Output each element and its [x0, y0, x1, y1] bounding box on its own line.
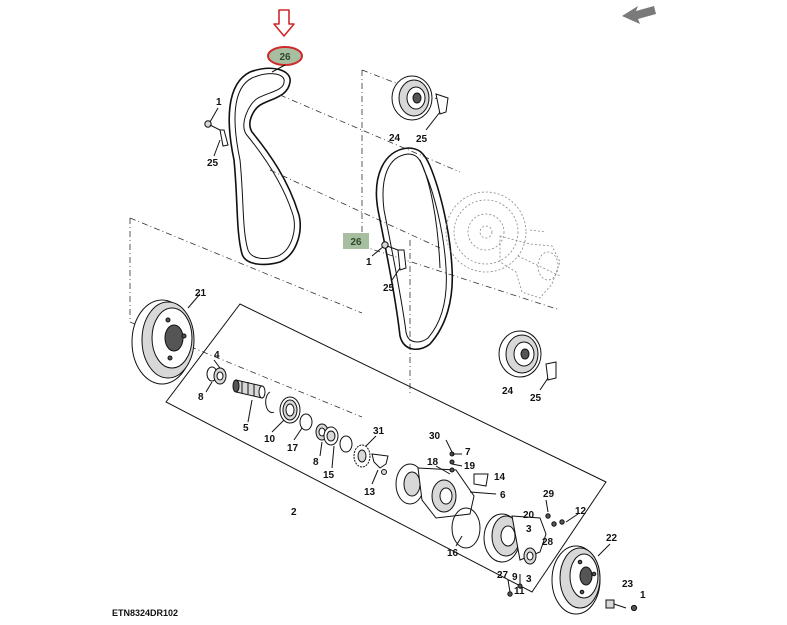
callout-2[interactable]: 2 [291, 507, 297, 518]
callout-29[interactable]: 29 [543, 489, 555, 500]
callout-8[interactable]: 8 [198, 392, 204, 403]
callout-1[interactable]: 1 [640, 590, 646, 601]
callout-1[interactable]: 1 [366, 257, 372, 268]
callout-9[interactable]: 9 [512, 572, 518, 583]
callout-30[interactable]: 30 [429, 431, 441, 442]
belt-upper [228, 67, 302, 266]
callout-3[interactable]: 3 [526, 574, 532, 585]
callout-3[interactable]: 3 [526, 524, 532, 535]
callout-1[interactable]: 1 [216, 97, 222, 108]
callout-25[interactable]: 25 [207, 158, 219, 169]
bracket [213, 129, 229, 157]
callout-10[interactable]: 10 [264, 434, 276, 445]
bearing [213, 367, 227, 385]
callout-25[interactable]: 25 [383, 283, 395, 294]
callout-14[interactable]: 14 [494, 472, 506, 483]
callout-5[interactable]: 5 [243, 423, 249, 434]
bearing [323, 426, 339, 446]
pulley-21 [131, 299, 195, 385]
o-ring [299, 413, 313, 431]
callout-6[interactable]: 6 [500, 490, 506, 501]
pulley-22 [551, 545, 601, 615]
o-ring [451, 507, 481, 549]
snap-ring [265, 391, 275, 414]
bearing [279, 396, 301, 424]
highlight-label: 26 [279, 52, 291, 63]
callout-25[interactable]: 25 [416, 134, 428, 145]
callout-21[interactable]: 21 [195, 288, 207, 299]
belt-middle [375, 147, 454, 351]
callout-23[interactable]: 23 [622, 579, 634, 590]
shift-fork [371, 453, 389, 475]
seal [523, 547, 537, 565]
bolt [371, 241, 399, 257]
shaft [232, 379, 266, 399]
housing [395, 463, 475, 519]
callout-8[interactable]: 8 [313, 457, 319, 468]
bracket [539, 361, 557, 391]
callout-labels: 1 25 24 25 1 25 24 25 21 4 8 5 10 17 8 1… [195, 97, 646, 601]
bolt [445, 439, 463, 473]
idler-pulley [391, 75, 433, 121]
gear [353, 444, 371, 468]
engine-ghost [445, 191, 561, 299]
bolt [507, 574, 523, 597]
callout-16[interactable]: 16 [447, 548, 459, 559]
callout-12[interactable]: 12 [575, 506, 587, 517]
callout-25[interactable]: 25 [530, 393, 542, 404]
bracket [425, 93, 449, 131]
o-ring [339, 435, 353, 453]
bolt [545, 499, 579, 527]
bolt [605, 599, 638, 612]
back-arrow-icon[interactable] [622, 6, 656, 24]
diagram-code: ETN8324DR102 [112, 608, 178, 618]
down-arrow-icon [273, 9, 295, 37]
callout-28[interactable]: 28 [542, 537, 554, 548]
tag-26[interactable]: 26 [343, 233, 369, 249]
callout-20[interactable]: 20 [523, 510, 535, 521]
callout-4[interactable]: 4 [214, 350, 220, 361]
callout-13[interactable]: 13 [364, 487, 376, 498]
callout-15[interactable]: 15 [323, 470, 335, 481]
callout-17[interactable]: 17 [287, 443, 299, 454]
callout-24[interactable]: 24 [389, 133, 401, 144]
bracket [473, 473, 489, 487]
callout-27[interactable]: 27 [497, 570, 509, 581]
callout-22[interactable]: 22 [606, 533, 618, 544]
tag-label: 26 [350, 237, 362, 248]
bolt [204, 107, 221, 131]
callout-11[interactable]: 11 [514, 586, 525, 597]
callout-24[interactable]: 24 [502, 386, 514, 397]
highlighted-callout-26[interactable]: 26 [267, 46, 303, 66]
callout-7[interactable]: 7 [465, 447, 471, 458]
idler-pulley [498, 330, 542, 378]
bracket [391, 249, 407, 281]
housing [483, 513, 547, 563]
callout-31[interactable]: 31 [373, 426, 385, 437]
callout-18[interactable]: 18 [427, 457, 439, 468]
callout-19[interactable]: 19 [464, 461, 476, 472]
